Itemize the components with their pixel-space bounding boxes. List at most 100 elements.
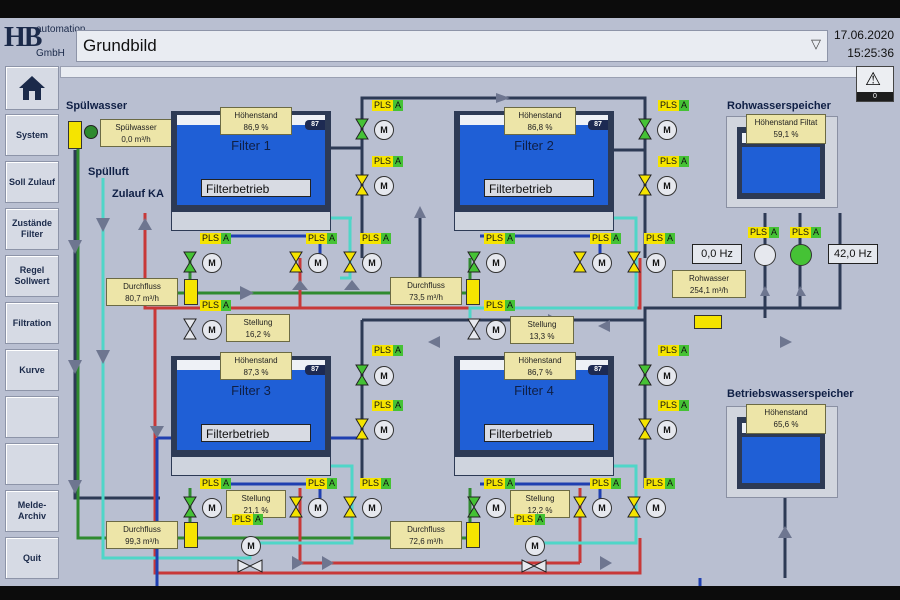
motor-icon[interactable]: M: [308, 253, 328, 273]
valve-icon[interactable]: [355, 174, 369, 196]
valve-icon[interactable]: [289, 496, 303, 518]
motor-icon[interactable]: M: [646, 498, 666, 518]
nav-kurve[interactable]: Kurve: [5, 349, 59, 391]
label-zulauf-ka: Zulauf KA: [112, 188, 164, 200]
motor-icon[interactable]: M: [657, 176, 677, 196]
stellung-2-label: Stellung: [527, 320, 557, 329]
nav-regel-sollwert[interactable]: Regel Sollwert: [5, 255, 59, 297]
home-button[interactable]: [5, 66, 59, 110]
pls-auto-indicator: A: [221, 300, 232, 311]
valve-icon[interactable]: [638, 174, 652, 196]
motor-icon[interactable]: M: [362, 253, 382, 273]
valve-icon[interactable]: [638, 364, 652, 386]
motor-icon[interactable]: M: [374, 420, 394, 440]
filter-4-badge: 87: [588, 365, 608, 375]
time: 15:25:36: [847, 46, 894, 60]
valve-icon[interactable]: [355, 364, 369, 386]
pls-label: PLS: [590, 233, 612, 244]
motor-icon[interactable]: M: [362, 498, 382, 518]
valve-icon[interactable]: [467, 251, 481, 273]
motor-icon[interactable]: M: [486, 498, 506, 518]
nav-quit[interactable]: Quit: [5, 537, 59, 579]
screen-select-dropdown[interactable]: Grundbild ▽: [76, 30, 828, 62]
motor-icon[interactable]: M: [592, 253, 612, 273]
pls-label: PLS: [658, 400, 680, 411]
valve-icon[interactable]: [573, 496, 587, 518]
motor-icon[interactable]: M: [657, 366, 677, 386]
valve-icon[interactable]: [638, 418, 652, 440]
filter-tank-4[interactable]: 87 Filter 4 Filterbetrieb: [454, 356, 614, 476]
durchfluss-1-label: Durchfluss: [123, 282, 161, 291]
valve-icon[interactable]: [355, 418, 369, 440]
valve-icon[interactable]: [183, 251, 197, 273]
motor-icon[interactable]: M: [202, 498, 222, 518]
valve-icon[interactable]: [627, 251, 641, 273]
pump-icon[interactable]: [754, 244, 776, 266]
motor-icon[interactable]: M: [657, 120, 677, 140]
nav-empty-2[interactable]: [5, 443, 59, 485]
filter-1-level-display: Höhenstand 86,9 %: [220, 107, 292, 135]
motor-icon[interactable]: M: [374, 176, 394, 196]
motor-icon[interactable]: M: [592, 498, 612, 518]
durchfluss-1-value: 80,7 m³/h: [125, 294, 159, 303]
motor-icon[interactable]: M: [486, 320, 506, 340]
motor-icon[interactable]: M: [657, 420, 677, 440]
valve-icon[interactable]: [573, 251, 587, 273]
pump-2-frequency: 42,0 Hz: [828, 244, 878, 264]
nav-filtration[interactable]: Filtration: [5, 302, 59, 344]
pls-auto-indicator: A: [769, 227, 780, 238]
pls-label: PLS: [232, 514, 254, 525]
nav-system[interactable]: System: [5, 114, 59, 156]
valve-icon[interactable]: [289, 251, 303, 273]
motor-icon[interactable]: M: [308, 498, 328, 518]
pls-label: PLS: [484, 478, 506, 489]
motor-icon[interactable]: M: [374, 366, 394, 386]
motor-icon[interactable]: M: [646, 253, 666, 273]
valve-icon[interactable]: [627, 496, 641, 518]
nav-melde-archiv[interactable]: Melde-Archiv: [5, 490, 59, 532]
motor-icon[interactable]: M: [486, 253, 506, 273]
nav-empty-1[interactable]: [5, 396, 59, 438]
betriebswasser-level-label: Höhenstand: [764, 408, 808, 417]
filter-2-level-value: 86,8 %: [527, 123, 553, 132]
valve-icon[interactable]: [183, 318, 197, 340]
filtrat-level-label: Höhenstand Filtat: [754, 118, 818, 127]
valve-icon[interactable]: [343, 251, 357, 273]
pump-icon[interactable]: [790, 244, 812, 266]
pls-auto-indicator: A: [327, 233, 338, 244]
motor-icon[interactable]: M: [202, 320, 222, 340]
filter-tank-1[interactable]: 87 Filter 1 Filterbetrieb: [171, 111, 331, 231]
flow-meter-icon: [466, 522, 480, 548]
valve-icon[interactable]: [467, 318, 481, 340]
motor-icon[interactable]: M: [374, 120, 394, 140]
valve-icon[interactable]: [237, 559, 263, 573]
pls-label: PLS: [658, 156, 680, 167]
flow-meter-icon: [68, 121, 82, 149]
motor-icon[interactable]: M: [525, 536, 545, 556]
pls-auto-indicator: A: [381, 233, 392, 244]
valve-icon[interactable]: [638, 118, 652, 140]
pls-label: PLS: [644, 233, 666, 244]
spuelwasser-display: Spülwasser 0,0 m³/h: [100, 119, 172, 147]
motor-icon[interactable]: M: [241, 536, 261, 556]
alarm-button[interactable]: ⚠ 0: [856, 66, 894, 102]
filter-2-badge: 87: [588, 120, 608, 130]
nav-soll-zulauf[interactable]: Soll Zulauf: [5, 161, 59, 203]
valve-icon[interactable]: [183, 496, 197, 518]
pls-auto-indicator: A: [679, 100, 690, 111]
motor-icon[interactable]: M: [202, 253, 222, 273]
valve-icon[interactable]: [343, 496, 357, 518]
pls-auto-indicator: A: [679, 400, 690, 411]
valve-icon[interactable]: [467, 496, 481, 518]
nav-zustaende-filter[interactable]: Zustände Filter: [5, 208, 59, 250]
filter-4-level-value: 86,7 %: [527, 368, 553, 377]
pls-auto-indicator: A: [221, 478, 232, 489]
pls-label: PLS: [590, 478, 612, 489]
valve-icon[interactable]: [355, 118, 369, 140]
valve-icon[interactable]: [521, 559, 547, 573]
